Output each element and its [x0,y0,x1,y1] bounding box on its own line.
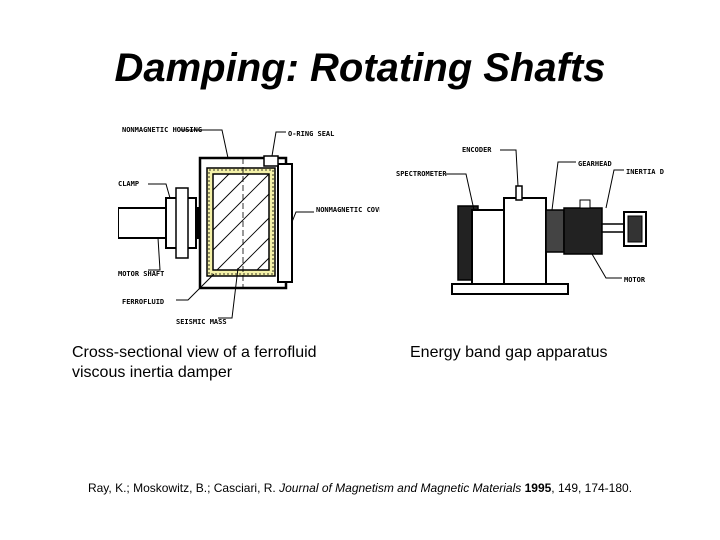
cover-shape [277,163,293,283]
citation: Ray, K.; Moskowitz, B.; Casciari, R. Jou… [0,480,720,496]
label-gearhead: GEARHEAD [578,160,612,168]
encoder-shape [503,197,547,285]
label-ferrofluid: FERROFLUID [122,298,164,306]
band-gap-apparatus-diagram: SPECTROMETER ENCODER GEARHEAD INERTIA DA… [392,140,686,300]
o-ring-shape [263,155,279,167]
citation-authors: Ray, K.; Moskowitz, B.; Casciari, R. [87,481,276,495]
citation-year: 1995 [524,481,552,495]
citation-journal: Journal of Magnetism and Magnetic Materi… [279,481,522,495]
caption-right: Energy band gap apparatus [410,344,608,361]
label-motor: MOTOR [624,276,646,284]
base-plate [451,283,569,295]
gearhead-shape [545,209,565,253]
label-nonmagnetic-cover: NONMAGNETIC COVER [316,206,380,214]
citation-rest: , 149, 174-180. [551,481,633,495]
label-seismic-mass: SEISMIC MASS [176,318,227,326]
label-nonmagnetic-housing: NONMAGNETIC HOUSING [122,126,202,134]
caption-left: Cross-sectional view of a ferrofluid vis… [72,344,317,381]
label-spectrometer: SPECTROMETER [396,170,447,178]
label-encoder: ENCODER [462,146,492,154]
slide-title: Damping: Rotating Shafts [114,46,606,90]
label-o-ring-seal: O-RING SEAL [288,130,334,138]
motor-shape [563,207,603,255]
label-inertia-damper: INERTIA DAMPER [626,168,664,176]
label-motor-shaft: MOTOR SHAFT [118,270,164,278]
label-clamp: CLAMP [118,180,139,188]
ferrofluid-damper-diagram: NONMAGNETIC HOUSING O-RING SEAL CLAMP NO… [117,118,388,330]
